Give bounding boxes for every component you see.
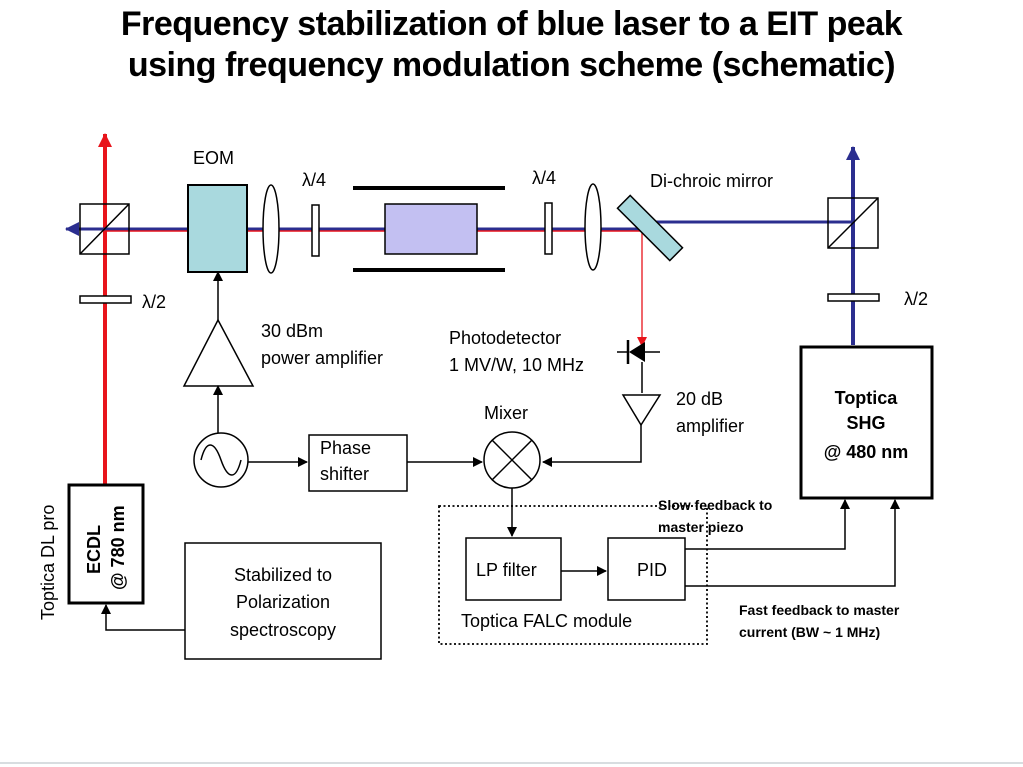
power-amp-label-1: 30 dBm (261, 321, 323, 341)
lp-filter-label: LP filter (476, 560, 537, 580)
spectroscopy-to-ecdl-line (101, 604, 185, 631)
slow-feedback-label-2: master piezo (658, 519, 744, 535)
half-wave-plate-left (79, 295, 132, 304)
footer-divider (0, 762, 1023, 764)
shg-label-2: SHG (846, 413, 885, 433)
toptica-shg-box (799, 345, 934, 500)
amp-to-mixer-line (542, 425, 642, 467)
eom-label: EOM (193, 148, 234, 168)
photodetector-label-2: 1 MV/W, 10 MHz (449, 355, 584, 375)
lp-filter-box (465, 537, 562, 601)
title-line-2: using frequency modulation scheme (schem… (127, 46, 896, 84)
hwp-left-label: λ/2 (142, 292, 166, 312)
stabilized-label-2: Polarization (236, 592, 330, 612)
lens-right (584, 183, 602, 271)
beam-splitter-cube-right (827, 197, 879, 249)
mixer-label: Mixer (484, 403, 528, 423)
toptica-dl-pro-label: Toptica DL pro (38, 505, 58, 620)
fast-feedback-label-1: Fast feedback to master (739, 602, 900, 618)
vapor-cell (384, 203, 478, 255)
rf-oscillator (193, 432, 249, 488)
beam-splitter-cube-left (79, 203, 130, 255)
ecdl-box (67, 483, 145, 605)
falc-module-border (438, 505, 708, 645)
qwp-left-label: λ/4 (302, 170, 326, 190)
polarization-spectroscopy-box (184, 542, 382, 660)
slow-feedback-line (685, 499, 850, 550)
power-amplifier (182, 318, 255, 387)
hwp-right-label: λ/2 (904, 289, 928, 309)
pid-box (607, 537, 686, 601)
qwp-right-label: λ/4 (532, 168, 556, 188)
dichroic-label: Di-chroic mirror (650, 171, 773, 191)
fast-feedback-label-2: current (BW ~ 1 MHz) (739, 624, 880, 640)
eom-crystal (187, 184, 248, 273)
phase-shifter-label-1: Phase (320, 438, 371, 458)
amp20-label-1: 20 dB (676, 389, 723, 409)
phase-shifter-box (308, 434, 408, 492)
ecdl-label-2: @ 780 nm (108, 505, 128, 590)
stabilized-label-1: Stabilized to (234, 565, 332, 585)
mixer (483, 431, 541, 489)
slow-feedback-label-1: Slow feedback to (658, 497, 772, 513)
stabilized-label-3: spectroscopy (230, 620, 336, 640)
pid-label: PID (637, 560, 667, 580)
quarter-wave-plate-right (544, 202, 553, 255)
dichroic-mirror (616, 194, 684, 262)
phase-shifter-label-2: shifter (320, 464, 369, 484)
amplifier-20db (621, 394, 662, 427)
half-wave-plate-right (827, 293, 880, 302)
ecdl-label-1: ECDL (84, 525, 104, 574)
lens-left (262, 184, 280, 274)
amp20-label-2: amplifier (676, 416, 744, 436)
photodetector-diode (617, 340, 660, 364)
shg-label-3: @ 480 nm (824, 442, 909, 462)
slide-title: Frequency stabilization of blue laser to… (0, 4, 1023, 86)
falc-module-label: Toptica FALC module (461, 611, 632, 631)
title-line-1: Frequency stabilization of blue laser to… (120, 5, 903, 43)
quarter-wave-plate-left (311, 204, 320, 257)
power-amp-label-2: power amplifier (261, 348, 383, 368)
shg-label-1: Toptica (835, 388, 899, 408)
fast-feedback-line (685, 499, 900, 587)
photodetector-label-1: Photodetector (449, 328, 561, 348)
